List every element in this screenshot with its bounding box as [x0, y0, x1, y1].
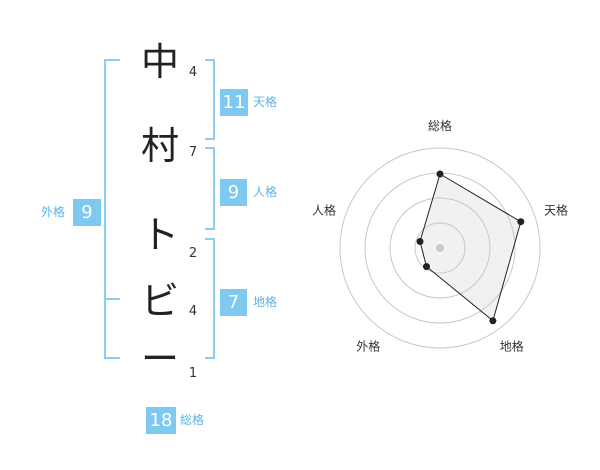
- radar-ring-2: [389, 197, 491, 299]
- radar-axis-label-5: 人格: [312, 202, 336, 217]
- radar-point-2: [517, 218, 525, 226]
- radar-point-1: [436, 170, 444, 178]
- radar-point-3: [489, 317, 497, 325]
- radar-ring-4: [339, 147, 541, 349]
- radar-axis-label-2: 天格: [544, 202, 568, 217]
- name-char-2: 村: [140, 124, 179, 168]
- radar-ring-1: [414, 222, 466, 274]
- radar-series-polygon: [419, 173, 522, 322]
- soukaku-label: 総格: [180, 413, 205, 427]
- radar-center-dot: [436, 244, 444, 252]
- name-char-4: ビ: [140, 279, 179, 323]
- radar-axis-label-3: 地格: [500, 339, 524, 354]
- stroke-count-5: 1: [188, 366, 198, 381]
- stroke-count-3: 2: [188, 246, 198, 261]
- radar-point-5: [416, 238, 424, 245]
- name-char-3: ト: [140, 213, 179, 257]
- gaikaku-value: 9: [73, 199, 101, 226]
- tenkaku-label: 天格: [253, 95, 278, 109]
- gaikaku-label: 外格: [41, 205, 66, 219]
- jinkaku-value: 9: [220, 179, 247, 206]
- stroke-count-1: 4: [188, 65, 198, 80]
- name-char-5: ー: [140, 337, 179, 381]
- radar-point-4: [423, 263, 430, 271]
- radar-axis-label-1: 総格: [428, 118, 452, 133]
- radar-axis-label-4: 外格: [356, 339, 380, 354]
- soukaku-value: 18: [146, 407, 176, 434]
- chikaku-label: 地格: [253, 295, 278, 309]
- name-char-1: 中: [140, 40, 179, 84]
- chikaku-value: 7: [220, 289, 247, 316]
- jinkaku-label: 人格: [253, 185, 278, 199]
- tenkaku-value: 11: [220, 89, 248, 116]
- stroke-count-2: 7: [188, 145, 198, 160]
- stroke-count-4: 4: [188, 304, 198, 319]
